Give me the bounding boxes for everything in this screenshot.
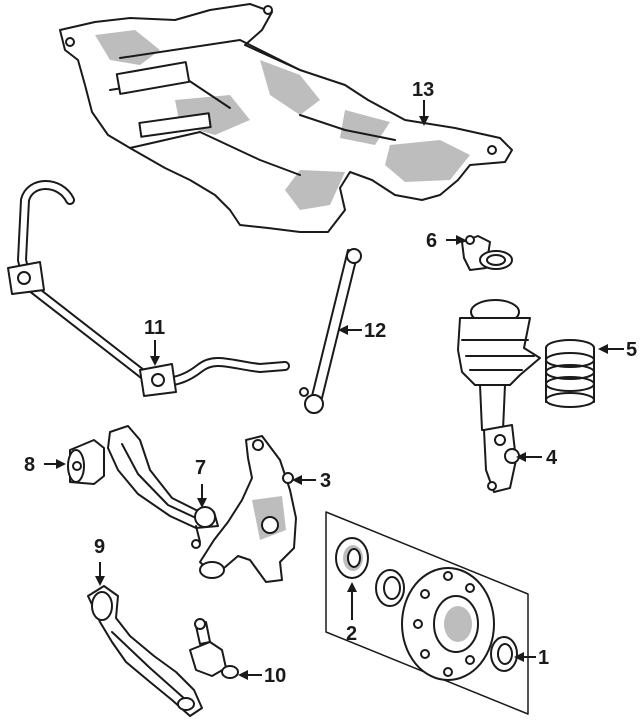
lower-control-arm[interactable] — [87, 585, 203, 717]
dust-boot[interactable] — [545, 339, 595, 408]
callout-6: 6 — [426, 230, 437, 252]
callout-4: 4 — [546, 447, 558, 469]
engine-cradle[interactable] — [59, 3, 513, 233]
stabilizer-bar[interactable] — [7, 180, 290, 397]
steering-knuckle[interactable] — [199, 435, 297, 583]
stabilizer-link[interactable] — [299, 248, 362, 414]
callout-7: 7 — [195, 457, 206, 479]
control-arm-bushing[interactable] — [67, 439, 105, 485]
strut-bracket[interactable] — [461, 235, 513, 271]
callout-3: 3 — [320, 470, 331, 492]
callout-10: 10 — [264, 665, 286, 687]
callout-11: 11 — [144, 317, 165, 339]
callout-1: 1 — [538, 647, 549, 669]
callout-13: 13 — [412, 79, 434, 101]
wheel-hub[interactable] — [401, 567, 518, 681]
callout-9: 9 — [94, 536, 105, 558]
callout-12: 12 — [364, 320, 386, 342]
wheel-bearing[interactable] — [375, 569, 405, 607]
air-strut[interactable] — [457, 299, 541, 493]
hub-assembly-frame — [325, 511, 529, 715]
hub-seal[interactable] — [335, 537, 369, 579]
ball-joint[interactable] — [191, 506, 216, 549]
callout-2: 2 — [346, 623, 357, 645]
callout-5: 5 — [626, 339, 637, 361]
upper-control-arm[interactable] — [107, 425, 219, 529]
callout-8: 8 — [24, 454, 35, 476]
lower-ball-joint[interactable] — [189, 618, 239, 679]
